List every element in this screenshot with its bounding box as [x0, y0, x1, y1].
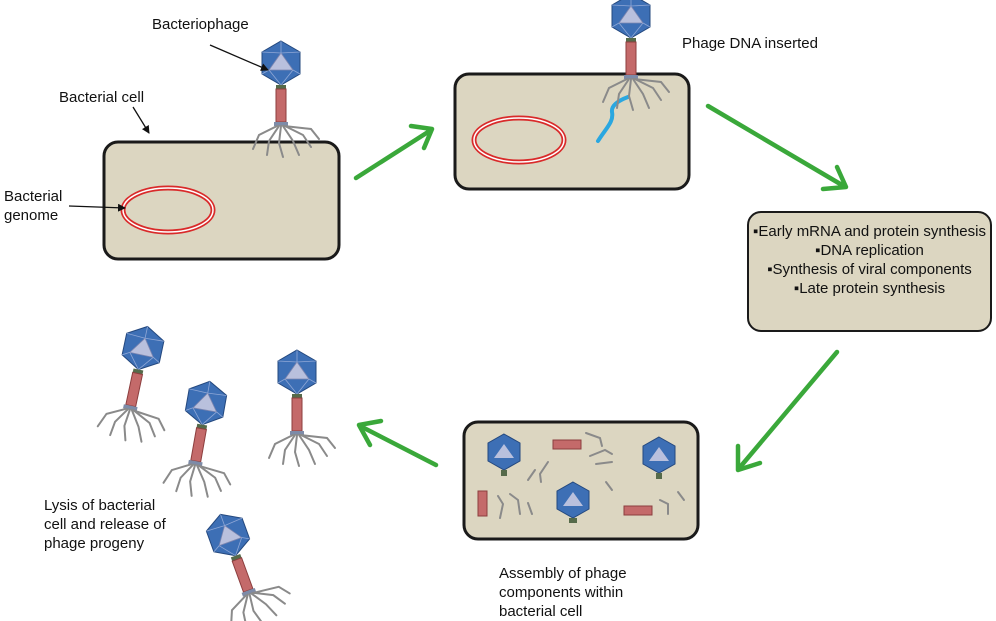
step-item: ▪DNA replication	[815, 242, 924, 259]
label-bacteriophage: Bacteriophage	[152, 16, 249, 33]
label-assembly: Assembly of phage components within bact…	[499, 565, 627, 620]
step-item: ▪Synthesis of viral components	[767, 261, 972, 278]
bacterial-cell-initial	[102, 140, 341, 261]
phage-dna-strand	[596, 95, 630, 143]
label-bacterial-genome: Bacterial genome	[4, 188, 63, 224]
progeny-phage-4	[193, 500, 297, 621]
assembly-components	[477, 432, 685, 523]
step-item: ▪Early mRNA and protein synthesis	[753, 223, 986, 240]
progeny-phage-2	[161, 375, 249, 504]
cycle-arrows	[353, 103, 849, 473]
bacterial-cell-infected	[453, 72, 691, 191]
label-phage-dna-inserted: Phage DNA inserted	[682, 35, 818, 52]
replication-steps-box: ▪Early mRNA and protein synthesis ▪DNA r…	[747, 211, 992, 332]
label-lysis: Lysis of bacterial cell and release of p…	[44, 497, 166, 552]
progeny-phage-3	[268, 349, 336, 467]
progeny-phage-1	[95, 319, 186, 449]
step-item: ▪Late protein synthesis	[793, 280, 946, 297]
label-bacterial-cell: Bacterial cell	[59, 89, 145, 106]
bacteriophage-attached	[252, 40, 320, 158]
